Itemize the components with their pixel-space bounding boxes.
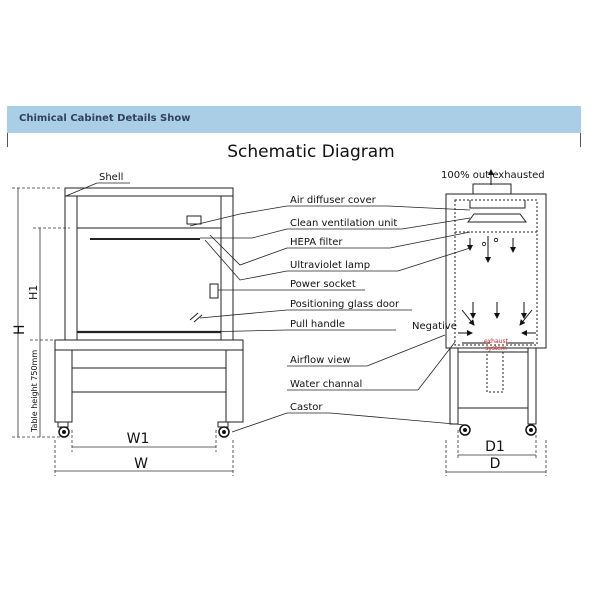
dim-d: D bbox=[490, 456, 501, 472]
label-negative: Negative bbox=[412, 321, 457, 332]
airflow-arrows bbox=[458, 169, 536, 344]
header-banner: Chimical Cabinet Details Show bbox=[7, 106, 581, 133]
front-view-cabinet bbox=[54, 187, 244, 428]
callout-hepa-filter: HEPA filter bbox=[290, 237, 343, 248]
callout-positioning-glass-door: Positioning glass door bbox=[290, 299, 400, 310]
callout-water-channal: Water channal bbox=[290, 379, 362, 390]
callout-air-diffuser-cover: Air diffuser cover bbox=[290, 195, 377, 206]
exhaust-system-line-2: system bbox=[485, 345, 507, 352]
exhaust-system-line-1: exhaust bbox=[484, 338, 509, 345]
callout-power-socket: Power socket bbox=[290, 279, 356, 290]
dim-w: W bbox=[134, 456, 148, 472]
dim-h: H bbox=[12, 324, 28, 335]
callout-pull-handle: Pull handle bbox=[290, 319, 345, 330]
callout-airflow-view: Airflow view bbox=[290, 355, 351, 366]
dim-d1: D1 bbox=[485, 439, 505, 455]
callout-ultraviolet-lamp: Ultraviolet lamp bbox=[290, 260, 370, 271]
frame-left-line bbox=[7, 133, 8, 147]
side-view-cabinet bbox=[445, 183, 547, 425]
callout-clean-ventilation-unit: Clean ventilation unit bbox=[290, 218, 397, 229]
callout-castor: Castor bbox=[290, 402, 323, 413]
dim-w1: W1 bbox=[127, 431, 150, 447]
callout-leaders bbox=[189, 205, 471, 433]
front-dimensions bbox=[12, 187, 234, 476]
dim-table-height: Table height 750mm bbox=[30, 350, 39, 433]
label-exhaust-top: 100% out exhausted bbox=[441, 170, 545, 181]
header-title: Chimical Cabinet Details Show bbox=[19, 113, 191, 124]
frame-right-line bbox=[580, 133, 581, 147]
dim-h1: H1 bbox=[27, 285, 40, 300]
label-shell: Shell bbox=[99, 172, 123, 183]
side-dimensions bbox=[445, 430, 547, 476]
diagram-title: Schematic Diagram bbox=[227, 142, 394, 162]
